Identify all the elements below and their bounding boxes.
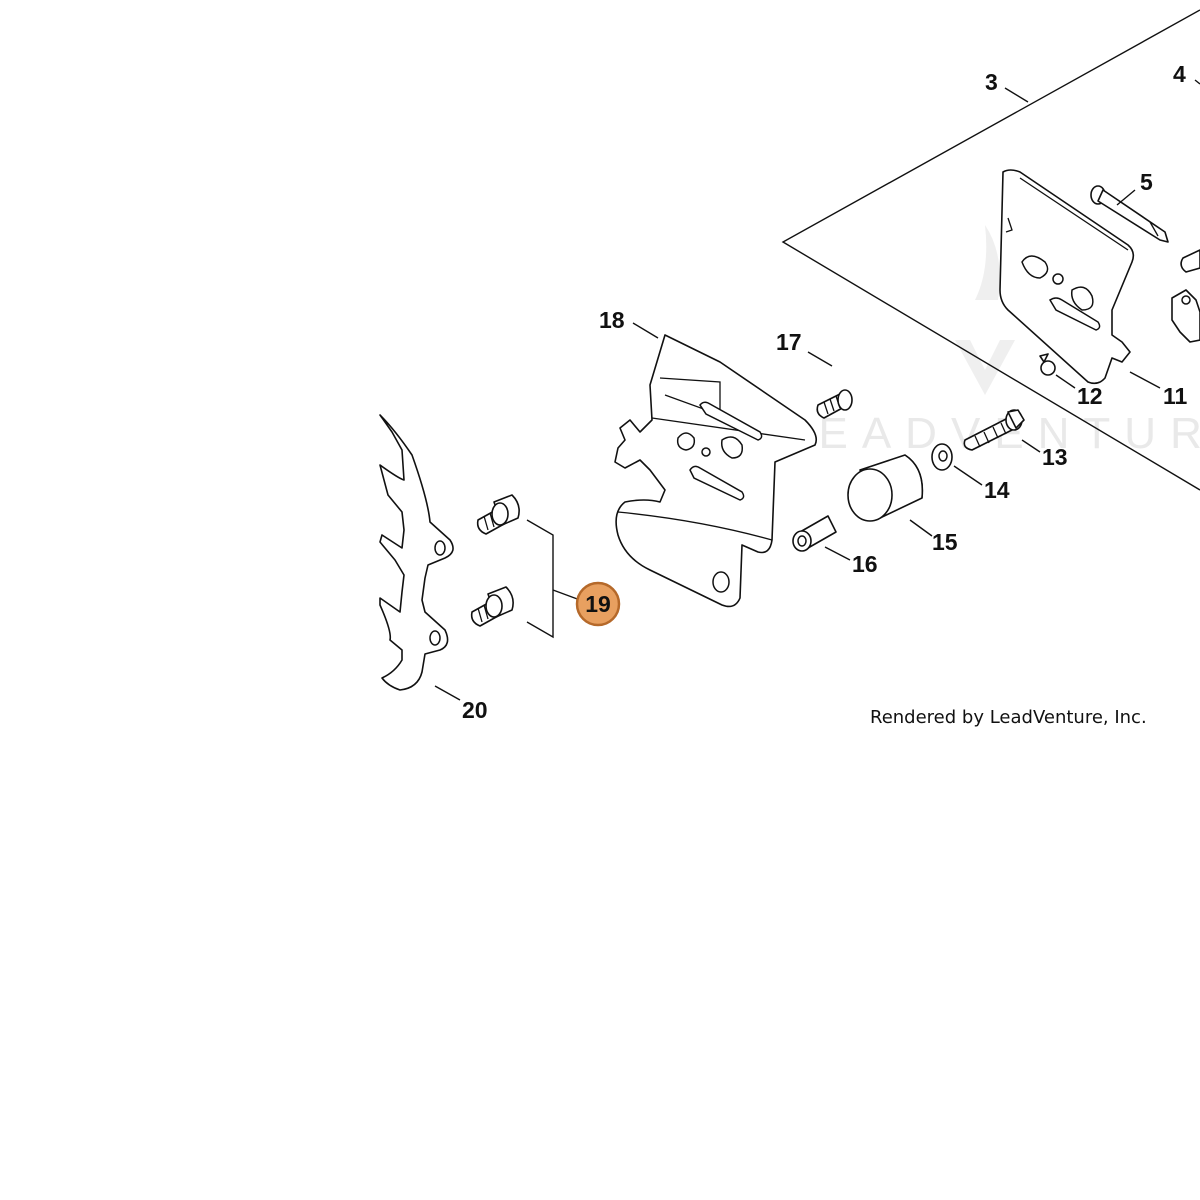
callout-4[interactable]: 4	[1173, 61, 1186, 87]
part-20-bumper-spike[interactable]	[379, 414, 454, 691]
part-4-fasteners[interactable]	[1171, 249, 1200, 343]
callout-14[interactable]: 14	[984, 477, 1010, 503]
part-19-screw-lower	[470, 586, 514, 627]
part-12-screw[interactable]	[1039, 353, 1056, 376]
callout-16[interactable]: 16	[852, 551, 878, 577]
part-18-inner-plate[interactable]	[614, 334, 818, 608]
part-15-spacer[interactable]	[847, 454, 924, 522]
callouts: 3 4 5 11 12 13 14 15 16 17 18 19 20	[462, 61, 1188, 723]
callout-12[interactable]: 12	[1077, 383, 1103, 409]
part-19-screw-upper	[476, 494, 520, 535]
part-19-screws[interactable]	[470, 494, 554, 639]
callout-3[interactable]: 3	[985, 69, 998, 95]
part-19-bracket	[526, 519, 554, 639]
assembly-bracket-3	[781, 9, 1200, 491]
part-13-cap-screw[interactable]	[963, 409, 1025, 451]
part-5-bolt[interactable]	[1090, 185, 1169, 243]
part-14-washer[interactable]	[931, 443, 953, 471]
callout-20[interactable]: 20	[462, 697, 488, 723]
callout-5[interactable]: 5	[1140, 169, 1153, 195]
callout-15[interactable]: 15	[932, 529, 958, 555]
watermark: LEADVENTURE	[780, 225, 1200, 458]
callout-11[interactable]: 11	[1163, 383, 1188, 409]
callout-19-highlight[interactable]: 19	[575, 581, 621, 627]
callout-19[interactable]: 19	[585, 591, 611, 617]
part-11-bar-plate[interactable]	[999, 169, 1135, 385]
callout-13[interactable]: 13	[1042, 444, 1068, 470]
part-16-sleeve[interactable]	[792, 515, 837, 552]
callout-17[interactable]: 17	[776, 329, 802, 355]
part-17-bolt[interactable]	[816, 389, 853, 419]
render-credit: Rendered by LeadVenture, Inc.	[870, 707, 1147, 728]
callout-19-badge	[575, 581, 621, 627]
callout-18[interactable]: 18	[599, 307, 625, 333]
leader-lines	[434, 79, 1200, 701]
